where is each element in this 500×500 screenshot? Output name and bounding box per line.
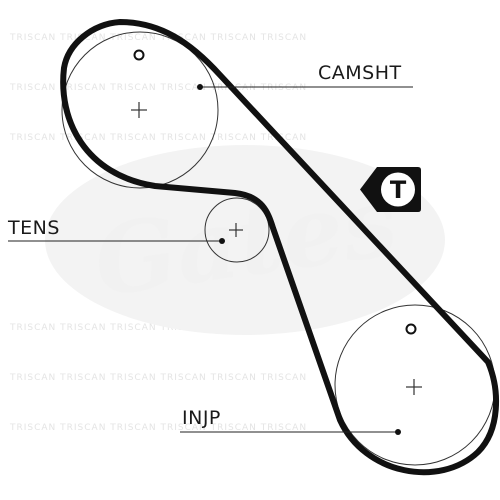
watermark-pattern: TRISCAN TRISCAN TRISCAN TRISCAN TRISCAN …	[9, 33, 307, 433]
tensioner-marker-icon: T	[360, 167, 421, 212]
timing-belt	[60, 19, 499, 476]
camshaft-center-cross	[131, 102, 147, 118]
watermark-pattern-line: TRISCAN TRISCAN TRISCAN TRISCAN TRISCAN …	[9, 323, 307, 333]
tensioner-center-cross	[229, 223, 243, 237]
camshaft-label: CAMSHT	[318, 62, 402, 84]
pulley-centers	[131, 102, 422, 395]
camshaft-leader-dot	[197, 84, 203, 90]
injection-pump-timing-mark	[405, 323, 417, 335]
tensioner-pulley	[204, 197, 270, 263]
badge-circle	[381, 172, 415, 207]
watermark-pattern-line: TRISCAN TRISCAN TRISCAN TRISCAN TRISCAN …	[9, 373, 307, 383]
tensioner-leader-dot	[219, 238, 225, 244]
watermark-pattern-line: TRISCAN TRISCAN TRISCAN TRISCAN TRISCAN …	[9, 83, 307, 93]
watermark-logo-ellipse	[45, 145, 445, 335]
camshaft-timing-mark	[133, 49, 145, 61]
injection-pump-label: INJP	[182, 407, 221, 429]
leader-lines	[8, 86, 413, 433]
watermark-pattern-line: TRISCAN TRISCAN TRISCAN TRISCAN TRISCAN …	[9, 33, 307, 43]
watermark: TRISCAN TRISCAN TRISCAN TRISCAN TRISCAN …	[9, 33, 445, 433]
camshaft-pulley	[61, 31, 219, 189]
injection-pump-center-cross	[406, 379, 422, 395]
tensioner-label: TENS	[7, 217, 60, 239]
injection-pump-leader-dot	[395, 429, 401, 435]
watermark-pattern-line: TRISCAN TRISCAN TRISCAN TRISCAN TRISCAN …	[9, 423, 307, 433]
badge-letter: T	[390, 176, 407, 204]
watermark-pattern-line: TRISCAN TRISCAN TRISCAN TRISCAN TRISCAN …	[9, 133, 307, 143]
